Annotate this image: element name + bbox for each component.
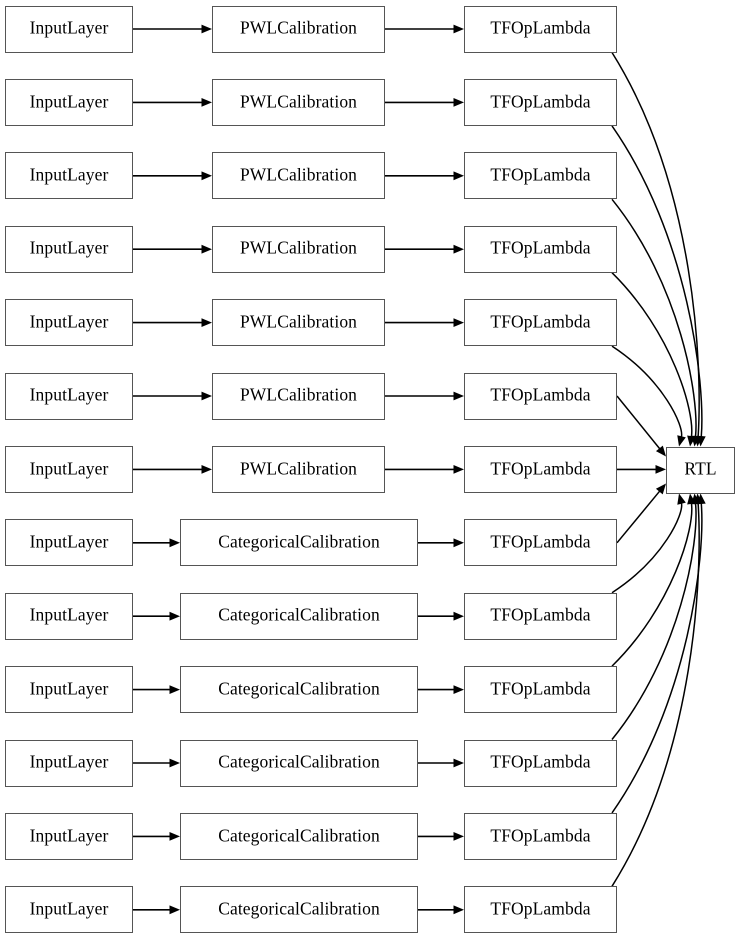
node-label: TFOpLambda xyxy=(490,458,591,479)
tfoplambda-node[interactable]: TFOpLambda xyxy=(464,666,617,714)
input-layer-node[interactable]: InputLayer xyxy=(5,739,133,787)
tfoplambda-node[interactable]: TFOpLambda xyxy=(464,592,617,640)
tfoplambda-node[interactable]: TFOpLambda xyxy=(464,5,617,53)
node-label: InputLayer xyxy=(29,604,109,625)
node-label: PWLCalibration xyxy=(239,458,358,479)
node-label: CategoricalCalibration xyxy=(218,825,380,846)
calibration-node[interactable]: PWLCalibration xyxy=(212,445,385,493)
node-label: TFOpLambda xyxy=(490,17,591,38)
node-label: PWLCalibration xyxy=(239,17,358,38)
input-layer-node[interactable]: InputLayer xyxy=(5,592,133,640)
tfoplambda-node[interactable]: TFOpLambda xyxy=(464,225,617,273)
node-label: CategoricalCalibration xyxy=(218,751,380,772)
node-label: TFOpLambda xyxy=(490,825,591,846)
node-label: PWLCalibration xyxy=(239,237,358,258)
calibration-node[interactable]: CategoricalCalibration xyxy=(180,519,418,567)
node-label: InputLayer xyxy=(29,164,109,185)
calibration-node[interactable]: CategoricalCalibration xyxy=(180,666,418,714)
tfoplambda-node[interactable]: TFOpLambda xyxy=(464,299,617,347)
input-layer-node[interactable]: InputLayer xyxy=(5,152,133,200)
calibration-node[interactable]: CategoricalCalibration xyxy=(180,739,418,787)
input-layer-node[interactable]: InputLayer xyxy=(5,5,133,53)
node-label: CategoricalCalibration xyxy=(218,898,380,919)
node-label: CategoricalCalibration xyxy=(218,604,380,625)
calibration-node[interactable]: PWLCalibration xyxy=(212,372,385,420)
tfoplambda-node[interactable]: TFOpLambda xyxy=(464,519,617,567)
tfoplambda-node[interactable]: TFOpLambda xyxy=(464,739,617,787)
node-label: InputLayer xyxy=(29,17,109,38)
node-label: InputLayer xyxy=(29,898,109,919)
node-label: RTL xyxy=(684,458,717,479)
node-label: PWLCalibration xyxy=(239,384,358,405)
node-label: TFOpLambda xyxy=(490,311,591,332)
node-label: PWLCalibration xyxy=(239,311,358,332)
input-layer-node[interactable]: InputLayer xyxy=(5,225,133,273)
node-label: CategoricalCalibration xyxy=(218,531,380,552)
calibration-node[interactable]: PWLCalibration xyxy=(212,299,385,347)
input-layer-node[interactable]: InputLayer xyxy=(5,78,133,126)
node-label: TFOpLambda xyxy=(490,237,591,258)
node-label: TFOpLambda xyxy=(490,604,591,625)
tfoplambda-node[interactable]: TFOpLambda xyxy=(464,812,617,860)
input-layer-node[interactable]: InputLayer xyxy=(5,519,133,567)
node-label: InputLayer xyxy=(29,458,109,479)
calibration-node[interactable]: PWLCalibration xyxy=(212,78,385,126)
input-layer-node[interactable]: InputLayer xyxy=(5,445,133,493)
node-label: InputLayer xyxy=(29,91,109,112)
rtl-output-node[interactable]: RTL xyxy=(666,446,735,494)
node-label: PWLCalibration xyxy=(239,164,358,185)
node-label: TFOpLambda xyxy=(490,898,591,919)
node-label: InputLayer xyxy=(29,384,109,405)
node-label: TFOpLambda xyxy=(490,678,591,699)
calibration-node[interactable]: CategoricalCalibration xyxy=(180,812,418,860)
node-label: InputLayer xyxy=(29,311,109,332)
tfoplambda-node[interactable]: TFOpLambda xyxy=(464,152,617,200)
node-label: TFOpLambda xyxy=(490,384,591,405)
node-label: TFOpLambda xyxy=(490,91,591,112)
node-label: CategoricalCalibration xyxy=(218,678,380,699)
tfoplambda-node[interactable]: TFOpLambda xyxy=(464,372,617,420)
node-label: InputLayer xyxy=(29,751,109,772)
tfoplambda-node[interactable]: TFOpLambda xyxy=(464,886,617,934)
calibration-node[interactable]: PWLCalibration xyxy=(212,225,385,273)
node-label: InputLayer xyxy=(29,678,109,699)
calibration-node[interactable]: PWLCalibration xyxy=(212,152,385,200)
node-label: TFOpLambda xyxy=(490,164,591,185)
node-label: InputLayer xyxy=(29,237,109,258)
input-layer-node[interactable]: InputLayer xyxy=(5,372,133,420)
calibration-node[interactable]: CategoricalCalibration xyxy=(180,886,418,934)
node-label: TFOpLambda xyxy=(490,531,591,552)
calibration-node[interactable]: PWLCalibration xyxy=(212,5,385,53)
calibration-node[interactable]: CategoricalCalibration xyxy=(180,592,418,640)
tfoplambda-node[interactable]: TFOpLambda xyxy=(464,445,617,493)
node-label: TFOpLambda xyxy=(490,751,591,772)
input-layer-node[interactable]: InputLayer xyxy=(5,812,133,860)
node-label: InputLayer xyxy=(29,531,109,552)
input-layer-node[interactable]: InputLayer xyxy=(5,666,133,714)
input-layer-node[interactable]: InputLayer xyxy=(5,886,133,934)
node-label: InputLayer xyxy=(29,825,109,846)
tfoplambda-node[interactable]: TFOpLambda xyxy=(464,78,617,126)
input-layer-node[interactable]: InputLayer xyxy=(5,299,133,347)
node-label: PWLCalibration xyxy=(239,91,358,112)
